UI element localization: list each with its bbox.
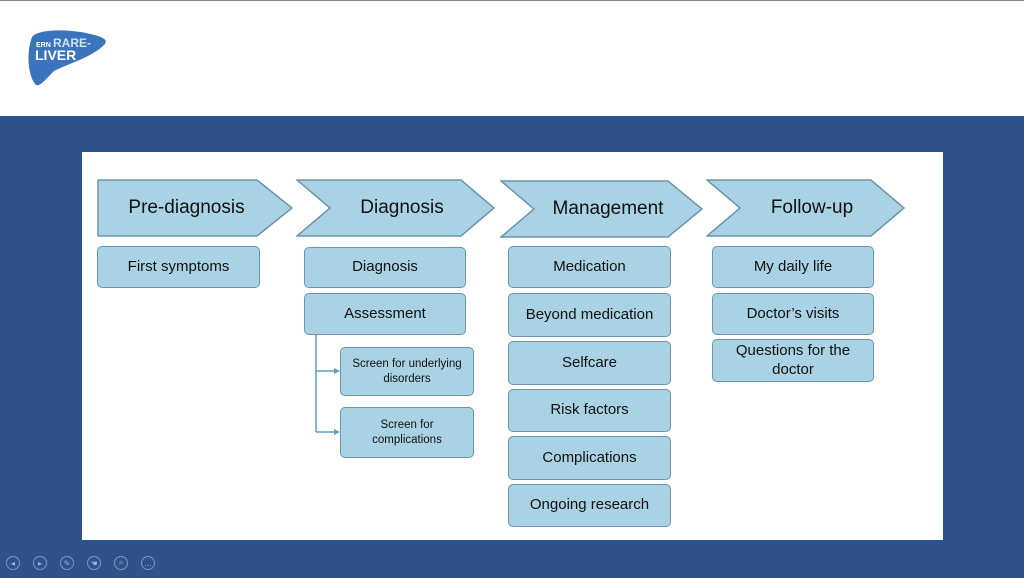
stage-label: Follow-up <box>770 197 854 218</box>
item-beyond-medication[interactable]: Beyond medication <box>508 293 671 337</box>
stage-label: Management <box>552 198 664 219</box>
item-complications[interactable]: Complications <box>508 436 671 480</box>
item-my-daily-life[interactable]: My daily life <box>712 246 874 288</box>
logo-ern: ERN <box>36 42 51 49</box>
ern-rare-liver-logo: ERN RARE- LIVER <box>28 30 106 86</box>
chevron-arrow-shape <box>296 179 496 237</box>
item-selfcare[interactable]: Selfcare <box>508 341 671 385</box>
pen-icon[interactable]: ✎ <box>60 556 74 570</box>
item-screen-underlying-disorders[interactable]: Screen for underlying disorders <box>340 347 474 396</box>
stage-arrow-management: Management <box>500 180 704 238</box>
previous-slide-icon[interactable]: ◂ <box>6 556 20 570</box>
item-ongoing-research[interactable]: Ongoing research <box>508 484 671 527</box>
zoom-icon[interactable]: ⌕ <box>114 556 128 570</box>
chevron-arrow-shape <box>706 179 906 237</box>
chevron-arrow-shape <box>500 180 704 238</box>
logo-rare: RARE- <box>53 36 91 50</box>
slide-canvas: Pre-diagnosis Diagnosis Management Follo… <box>82 152 943 540</box>
item-assessment[interactable]: Assessment <box>304 293 466 335</box>
stage-label: Pre-diagnosis <box>128 197 245 218</box>
stage-arrow-diagnosis: Diagnosis <box>296 179 496 237</box>
item-medication[interactable]: Medication <box>508 246 671 288</box>
item-screen-complications[interactable]: Screen for complications <box>340 407 474 458</box>
next-slide-icon[interactable]: ▸ <box>33 556 47 570</box>
item-diagnosis[interactable]: Diagnosis <box>304 247 466 288</box>
item-risk-factors[interactable]: Risk factors <box>508 389 671 432</box>
chevron-arrow-shape <box>97 179 294 237</box>
item-questions-for-doctor[interactable]: Questions for the doctor <box>712 339 874 382</box>
pointer-icon[interactable]: ☚ <box>87 556 101 570</box>
logo-liver: LIVER <box>35 47 76 63</box>
stage-arrow-pre-diagnosis: Pre-diagnosis <box>97 179 294 237</box>
header-bar: ERN RARE- LIVER <box>0 0 1024 116</box>
assessment-connector-lines <box>315 335 340 435</box>
more-options-icon[interactable]: … <box>141 556 155 570</box>
item-first-symptoms[interactable]: First symptoms <box>97 246 260 288</box>
item-doctors-visits[interactable]: Doctor’s visits <box>712 293 874 335</box>
stage-label: Diagnosis <box>360 197 444 218</box>
stage-arrow-follow-up: Follow-up <box>706 179 906 237</box>
